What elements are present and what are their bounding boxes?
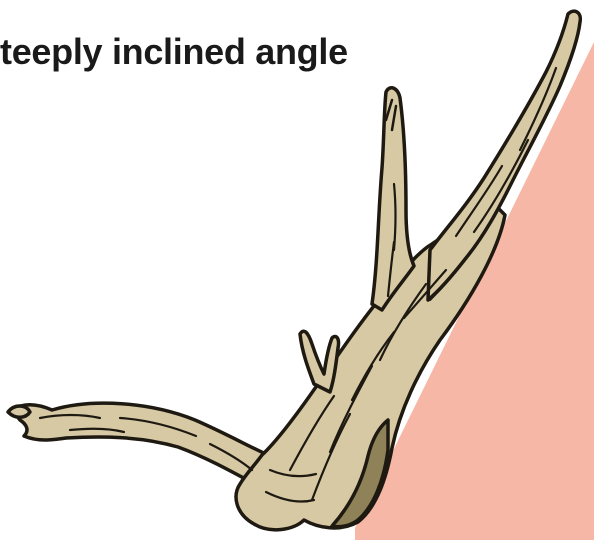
driftwood-sprig bbox=[300, 331, 339, 392]
driftwood-left-branch-tip bbox=[8, 406, 30, 417]
caption-text: teeply inclined angle bbox=[0, 32, 348, 72]
